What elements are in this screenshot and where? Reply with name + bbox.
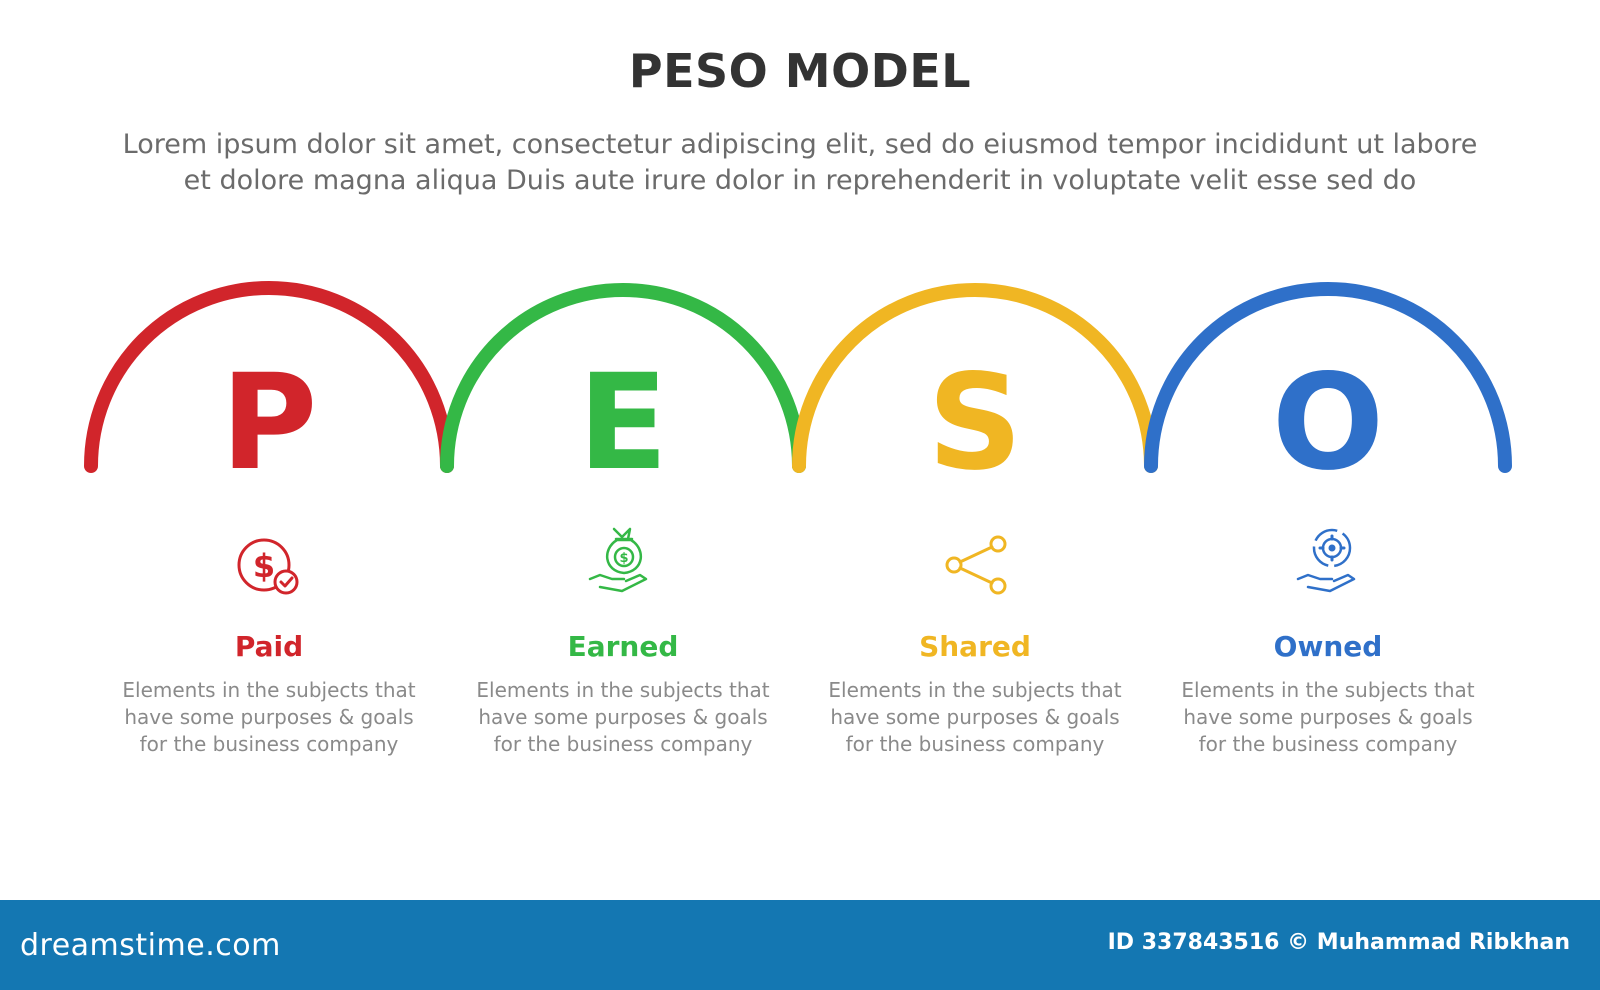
desc-line: have some purposes & goals bbox=[1183, 705, 1473, 729]
dollar-coin-check-icon: $ bbox=[237, 538, 299, 595]
subtitle-line-2: et dolore magna aliqua Duis aute irure d… bbox=[183, 165, 1417, 196]
letter-s: S bbox=[927, 346, 1022, 500]
item-earned: Earned Elements in the subjects that hav… bbox=[458, 630, 788, 758]
desc-line: have some purposes & goals bbox=[124, 705, 414, 729]
svg-text:$: $ bbox=[619, 551, 628, 566]
desc-line: for the business company bbox=[1198, 732, 1458, 756]
arc-shared bbox=[792, 283, 1158, 473]
desc-line: Elements in the subjects that bbox=[828, 678, 1122, 702]
letter-o: O bbox=[1272, 346, 1384, 500]
letter-e: E bbox=[578, 346, 668, 500]
desc-line: for the business company bbox=[493, 732, 753, 756]
gear-hand-icon bbox=[1296, 528, 1356, 593]
item-label-shared: Shared bbox=[919, 630, 1031, 663]
item-desc-owned: Elements in the subjects that have some … bbox=[1163, 677, 1493, 758]
footer-brand: dreamstime.com bbox=[20, 928, 281, 963]
item-owned: Owned Elements in the subjects that have… bbox=[1163, 630, 1493, 758]
peso-arcs-diagram: P E S O bbox=[84, 281, 1512, 500]
desc-line: Elements in the subjects that bbox=[122, 678, 416, 702]
diagram-subtitle: Lorem ipsum dolor sit amet, consectetur … bbox=[60, 127, 1540, 199]
item-label-earned: Earned bbox=[567, 630, 679, 663]
share-nodes-icon bbox=[945, 535, 1007, 595]
item-label-owned: Owned bbox=[1273, 630, 1383, 663]
item-desc-paid: Elements in the subjects that have some … bbox=[104, 677, 434, 758]
item-paid: Paid Elements in the subjects that have … bbox=[104, 630, 434, 758]
money-bag-hand-icon: $ bbox=[588, 527, 648, 593]
letter-p: P bbox=[221, 346, 318, 500]
footer-bar: dreamstime.com ID 337843516 © Muhammad R… bbox=[0, 900, 1600, 990]
desc-line: have some purposes & goals bbox=[478, 705, 768, 729]
desc-line: have some purposes & goals bbox=[830, 705, 1120, 729]
item-desc-shared: Elements in the subjects that have some … bbox=[810, 677, 1140, 758]
item-shared: Shared Elements in the subjects that hav… bbox=[810, 630, 1140, 758]
desc-line: for the business company bbox=[139, 732, 399, 756]
arc-earned bbox=[440, 283, 806, 473]
item-label-paid: Paid bbox=[234, 630, 304, 663]
arc-paid bbox=[84, 281, 454, 473]
desc-line: Elements in the subjects that bbox=[1181, 678, 1475, 702]
desc-line: for the business company bbox=[845, 732, 1105, 756]
svg-text:$: $ bbox=[253, 547, 275, 585]
footer-credit: ID 337843516 © Muhammad Ribkhan bbox=[1107, 930, 1570, 955]
subtitle-line-1: Lorem ipsum dolor sit amet, consectetur … bbox=[122, 129, 1478, 160]
desc-line: Elements in the subjects that bbox=[476, 678, 770, 702]
arc-owned bbox=[1144, 282, 1512, 473]
item-desc-earned: Elements in the subjects that have some … bbox=[458, 677, 788, 758]
diagram-title: PESO MODEL bbox=[628, 44, 972, 98]
